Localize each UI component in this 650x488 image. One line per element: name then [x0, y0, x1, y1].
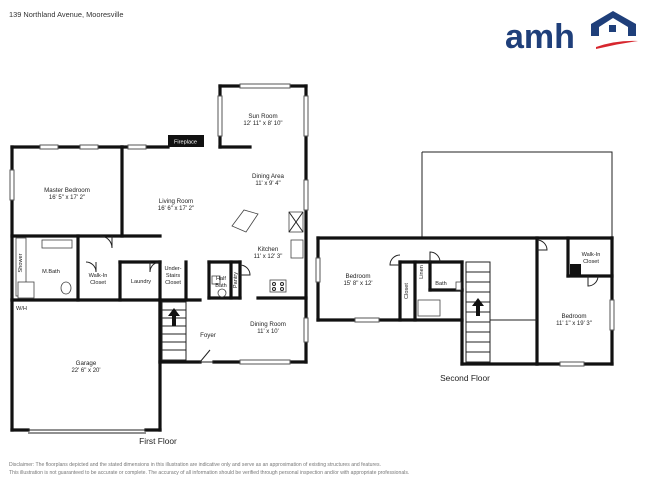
second-floor-details [315, 239, 615, 367]
sink [290, 239, 304, 259]
closet-label: Closet [404, 283, 410, 299]
window [79, 144, 99, 150]
first-floor-labels: Sun Room 12' 11" x 8' 10" Master Bedroom… [16, 113, 286, 446]
master-bedroom-dims: 16' 5" x 17' 2" [49, 195, 85, 201]
pantry-label: Pantry [233, 272, 239, 288]
bedroom-right-name: Bedroom [561, 313, 586, 320]
logo-text: amh [505, 18, 575, 56]
laundry-label: Laundry [131, 279, 151, 285]
living-room-dims: 16' 6" x 17' 2" [158, 206, 194, 212]
first-floor-details: Fireplace [9, 83, 309, 434]
walk-in-closet-label-2: Closet [583, 259, 599, 265]
stairs-arrow-icon [472, 298, 484, 316]
tub [17, 281, 35, 299]
window [9, 169, 15, 201]
window [217, 95, 223, 137]
window [239, 83, 291, 89]
walk-in-closet-label-1: Walk-In [582, 252, 601, 258]
window [39, 144, 59, 150]
dining-area-dims: 11' x 9' 4" [255, 181, 280, 187]
bedroom-left-dims: 15' 8" x 12' [343, 281, 372, 287]
attic-outline [422, 151, 613, 238]
address-title: 139 Northland Avenue, Mooresville [9, 10, 124, 19]
bedroom-right-dims: 11' 1" x 19' 3" [556, 321, 592, 327]
closet-shelf [570, 264, 581, 275]
living-room-name: Living Room [159, 198, 193, 205]
window [315, 257, 321, 283]
fireplace-block [168, 135, 204, 147]
door-swing [239, 264, 251, 276]
bedroom-left-name: Bedroom [345, 273, 370, 280]
kitchen-dims: 11' x 12' 3" [254, 254, 283, 260]
house-window-icon [609, 25, 616, 32]
shower-label: Shower [18, 253, 24, 272]
toilet [60, 281, 72, 295]
half-bath-label-1: Half [216, 276, 226, 282]
garage-dims: 22' 6" x 20' [71, 368, 100, 374]
door-swing [587, 275, 599, 287]
dining-room-dims: 11' x 10' [257, 329, 279, 335]
window [559, 361, 585, 367]
vanity [455, 281, 462, 291]
door-swing [85, 261, 97, 273]
dining-room-name: Dining Room [250, 321, 286, 328]
dining-area-name: Dining Area [252, 173, 285, 180]
logo-swoosh-icon [596, 40, 638, 49]
kitchen-name: Kitchen [258, 246, 279, 253]
disclaimer-line-1: Disclaimer: The floorplans depicted and … [9, 462, 381, 468]
house-roof-icon [591, 11, 636, 36]
door-swing [198, 349, 214, 363]
under-stairs-label-1: Under- [164, 266, 181, 272]
foyer-label: Foyer [200, 332, 216, 339]
linen-label: Linen [419, 265, 425, 279]
under-stairs-label-2: Stairs [166, 273, 181, 279]
window [239, 359, 291, 365]
half-bath-label-2: Bath [215, 283, 227, 289]
water-heater-label: W/H [16, 306, 27, 312]
door-swing [149, 261, 161, 273]
window [303, 95, 309, 137]
window [303, 317, 309, 343]
tub [417, 299, 441, 317]
second-floor-caption: Second Floor [440, 373, 490, 383]
window [609, 299, 615, 331]
garage-name: Garage [76, 360, 97, 367]
door-swing [99, 235, 113, 249]
sink [211, 275, 221, 285]
walk-in-closet-label-2: Closet [90, 280, 106, 286]
stairs-arrow-icon [168, 308, 180, 326]
door-swing [389, 254, 401, 266]
second-floor-walls [316, 151, 614, 366]
second-floor-labels: Bedroom 15' 8" x 12' Bedroom 11' 1" x 19… [343, 252, 600, 383]
window [127, 144, 147, 150]
master-bedroom-name: Master Bedroom [44, 187, 90, 194]
walk-in-closet-label-1: Walk-In [89, 273, 108, 279]
stairs-first-floor [161, 301, 187, 361]
sun-room-dims: 12' 11" x 8' 10" [243, 121, 282, 127]
bath-label: Bath [435, 281, 447, 287]
first-floor-caption: First Floor [139, 436, 177, 446]
sun-room-name: Sun Room [248, 113, 277, 120]
first-floor-walls [10, 84, 308, 432]
vanity [41, 239, 73, 249]
disclaimer-line-2: This illustration is not guaranteed to b… [9, 470, 409, 476]
window [303, 179, 309, 211]
under-stairs-label-3: Closet [165, 280, 181, 286]
fireplace-label: Fireplace [174, 140, 197, 146]
door-swing [429, 251, 441, 263]
stove [269, 279, 287, 293]
toilet [217, 288, 227, 298]
window [354, 317, 380, 323]
door-swing [536, 239, 548, 251]
kitchen-island [231, 209, 259, 233]
amh-logo: amh [505, 11, 638, 56]
master-bath-label: M.Bath [42, 269, 60, 275]
stairs-second-floor [465, 261, 491, 363]
